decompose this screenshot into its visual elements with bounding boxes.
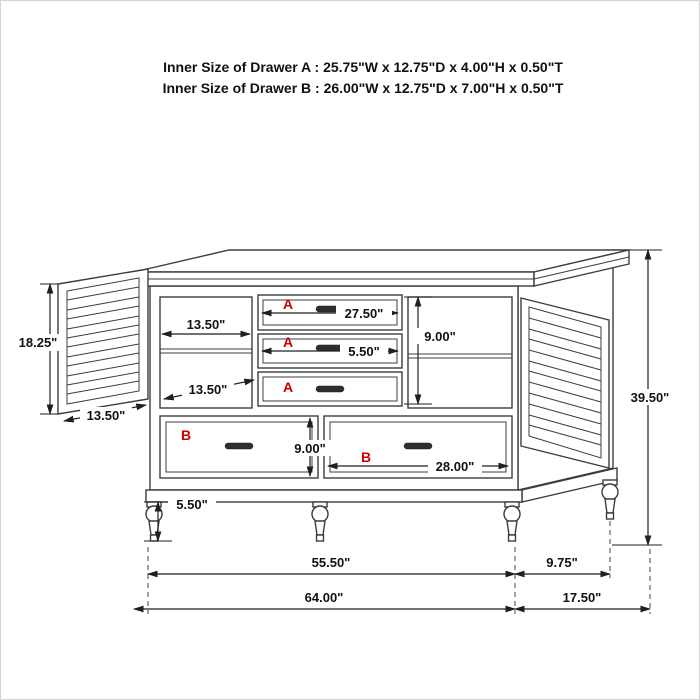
leg-front-center: [311, 501, 329, 542]
dim-drawer-a-height-label: 5.50": [348, 344, 379, 359]
dim-front-width: 55.50": [146, 555, 517, 578]
dim-drawer-a-width-label: 27.50": [345, 306, 384, 321]
drawer-b-1-label: B: [181, 427, 191, 443]
right-compartment: [407, 296, 513, 409]
leg-front-left: [145, 501, 163, 542]
dim-drawer-a-height: 5.50": [260, 343, 400, 359]
drawer-b-1-handle: [224, 442, 254, 450]
drawer-a-3: [257, 371, 403, 407]
drawer-a-1-label: A: [283, 296, 293, 312]
dim-left-shelf-width: 13.50": [160, 317, 252, 338]
dim-overall-width-label: 64.00": [305, 590, 344, 605]
dim-drawer-a-section-height-label: 9.00": [424, 329, 455, 344]
dim-interior-depth-label: 13.50": [189, 382, 228, 397]
cabinet-base: [145, 467, 618, 503]
dim-drawer-b-height: 9.00": [284, 416, 336, 478]
leg-back-right: [601, 479, 619, 520]
dim-drawer-b-width-label: 28.00": [436, 459, 475, 474]
leg-front-right: [503, 501, 521, 542]
right-door-louvers: [528, 317, 602, 446]
cabinet-top: [133, 249, 630, 287]
drawer-a-3-handle: [315, 385, 345, 393]
left-door-louvers: [66, 286, 140, 395]
dim-leg-height: 5.50": [144, 496, 216, 543]
dim-drawer-b-width: 28.00": [326, 458, 510, 474]
dim-overall-depth: 17.50": [513, 590, 652, 613]
dim-overall-depth-label: 17.50": [563, 590, 602, 605]
dim-left-door-width-label: 13.50": [87, 408, 126, 423]
drawer-a-spec-text: Inner Size of Drawer A : 25.75"W x 12.75…: [163, 59, 563, 75]
dim-leg-height-label: 5.50": [176, 497, 207, 512]
dim-left-door-width: 13.50": [62, 403, 148, 423]
dim-side-depth: 9.75": [513, 555, 612, 578]
drawer-labels: A A A B B: [181, 296, 371, 465]
dim-left-door-height-label: 18.25": [19, 335, 58, 350]
dimension-annotations: 18.25" 13.50" 13.50" 13.50" 27.50": [10, 248, 678, 614]
drawer-b-spec-text: Inner Size of Drawer B : 26.00"W x 12.75…: [163, 80, 564, 96]
dim-overall-width: 64.00": [132, 590, 517, 613]
dim-drawer-a-section-height: 9.00": [404, 295, 466, 406]
dim-interior-depth: 13.50": [162, 378, 256, 401]
dim-front-width-label: 55.50": [312, 555, 351, 570]
dim-left-shelf-width-label: 13.50": [187, 317, 226, 332]
dim-left-door-height: 18.25": [10, 282, 66, 416]
dim-overall-height-label: 39.50": [631, 390, 670, 405]
dim-overall-height: 39.50": [612, 248, 678, 547]
drawer-a-2-label: A: [283, 334, 293, 350]
dim-drawer-a-width: 27.50": [260, 305, 400, 321]
extension-lines: [147, 521, 651, 614]
drawer-a-3-label: A: [283, 379, 293, 395]
right-door: [520, 297, 610, 469]
dim-drawer-b-height-label: 9.00": [294, 441, 325, 456]
drawer-b-2: [323, 415, 513, 479]
cabinet-drawing: [57, 249, 630, 542]
drawer-a-2-handle: [315, 344, 345, 352]
left-door: [57, 268, 149, 415]
drawer-b-2-label: B: [361, 449, 371, 465]
drawer-b-2-handle: [403, 442, 433, 450]
dim-side-depth-label: 9.75": [546, 555, 577, 570]
